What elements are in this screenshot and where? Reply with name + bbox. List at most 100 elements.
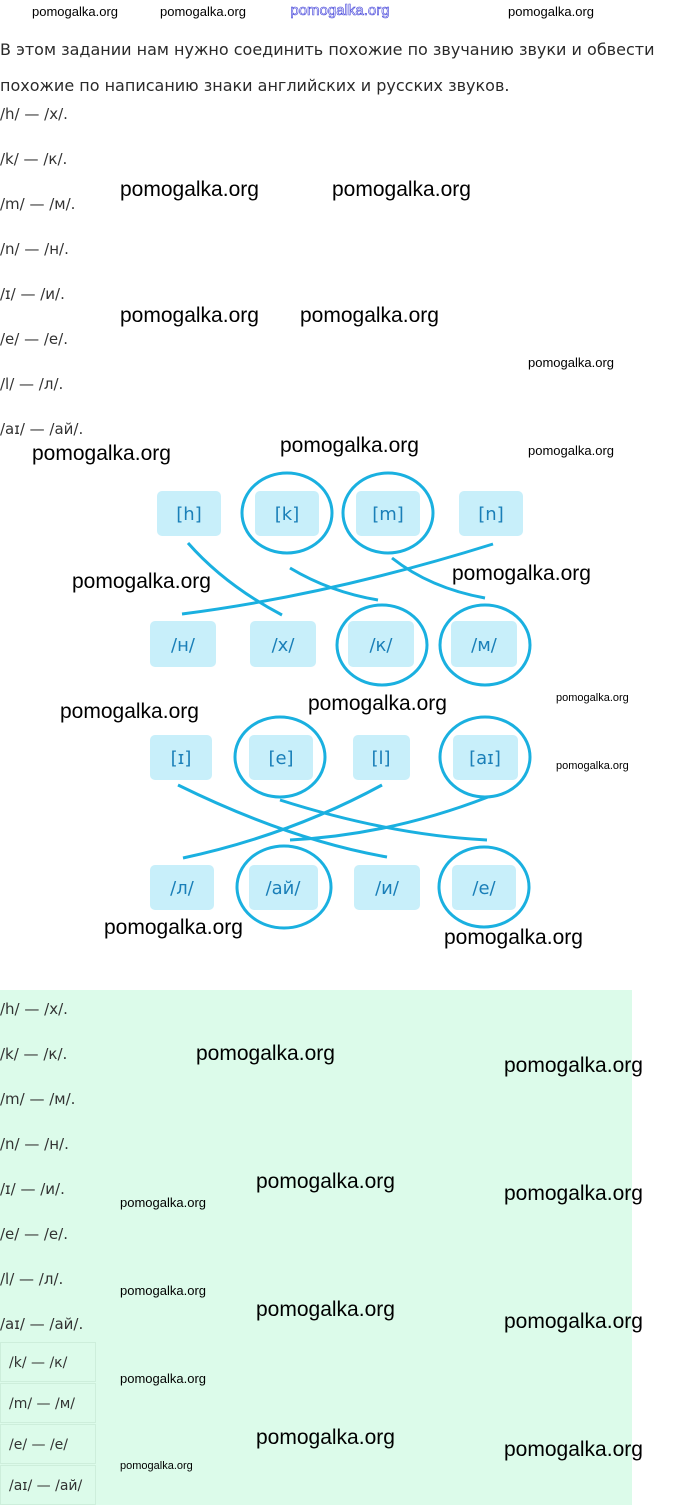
box-top	[356, 491, 420, 536]
label: [e]	[268, 748, 293, 769]
answer-block: /h/ — /х/. /k/ — /к/. /m/ — /м/. /n/ — /…	[0, 990, 632, 1505]
watermark: pomogalka.org	[528, 443, 614, 458]
answer-line: /n/ — /н/.	[0, 240, 69, 258]
watermark: pomogalka.org	[32, 442, 171, 465]
watermark: pomogalka.org	[120, 1371, 206, 1386]
watermark: pomogalka.org	[256, 1298, 395, 1321]
circle-mark	[240, 471, 334, 555]
watermark: pomogalka.org	[72, 570, 211, 593]
circle-mark	[233, 715, 327, 799]
box-top	[150, 735, 212, 780]
connect-line	[186, 542, 283, 617]
answer-line: /m/ — /м/.	[0, 195, 76, 213]
watermark: pomogalka.org	[504, 1182, 643, 1205]
connect-line	[181, 542, 494, 616]
box-bottom	[348, 621, 414, 667]
label: [aɪ]	[469, 748, 501, 769]
table-cell: /e/ — /е/	[0, 1424, 96, 1464]
box-top	[249, 735, 313, 780]
circle-mark	[335, 603, 429, 687]
watermark: pomogalka.org	[120, 1283, 206, 1298]
box-top	[453, 735, 518, 780]
box-top	[157, 491, 221, 536]
task-intro: В этом задании нам нужно соединить похож…	[0, 40, 655, 95]
box-bottom	[250, 621, 316, 667]
label: /е/	[472, 878, 496, 899]
box-bottom	[150, 621, 216, 667]
answer-line: /l/ — /л/.	[0, 375, 64, 393]
answer-line: /e/ — /е/.	[0, 1225, 68, 1243]
watermark: pomogalka.org	[508, 4, 594, 19]
watermark: pomogalka.org	[256, 1426, 395, 1449]
label: [n]	[478, 504, 503, 525]
label: [m]	[372, 504, 404, 525]
watermark: pomogalka.org	[504, 1438, 643, 1461]
label: /м/	[471, 635, 498, 656]
answer-line: /m/ — /м/.	[0, 1090, 76, 1108]
answer-line: /ɪ/ — /и/.	[0, 1180, 65, 1198]
watermark: pomogalka.org	[528, 355, 614, 370]
label: /н/	[171, 635, 196, 656]
box-bottom	[150, 865, 214, 910]
label: [h]	[176, 504, 201, 525]
watermark: pomogalka.org	[444, 926, 583, 949]
connect-line	[391, 556, 486, 600]
box-top	[459, 491, 523, 536]
answer-line: /k/ — /к/.	[0, 150, 68, 168]
watermark: pomogalka.org	[280, 434, 419, 457]
table-cell: /m/ — /м/	[0, 1383, 96, 1423]
answer-line: /h/ — /х/.	[0, 105, 68, 123]
box-bottom	[354, 865, 420, 910]
answer-line: /aɪ/ — /ай/.	[0, 1315, 84, 1333]
connect-line	[177, 783, 388, 859]
box-bottom	[249, 865, 318, 910]
watermark: pomogalka.org	[256, 1170, 395, 1193]
label: [l]	[371, 748, 390, 769]
watermark: pomogalka.org	[300, 304, 439, 327]
watermark: pomogalka.org	[104, 916, 243, 939]
label: [ɪ]	[171, 748, 192, 769]
connect-line	[182, 783, 383, 860]
watermark: pomogalka.org	[120, 178, 259, 201]
watermark: pomogalka.org	[452, 562, 591, 585]
connect-line	[289, 795, 489, 842]
box-bottom	[451, 621, 517, 667]
answer-line: /aɪ/ — /ай/.	[0, 420, 84, 438]
table-cell: /aɪ/ — /ай/	[0, 1465, 96, 1505]
watermark: pomogalka.org	[120, 304, 259, 327]
watermark: pomogalka.org	[504, 1310, 643, 1333]
label: /к/	[369, 635, 393, 656]
circle-mark	[341, 471, 435, 555]
circle-mark	[438, 603, 532, 687]
answer-line: /k/ — /к/.	[0, 1045, 68, 1063]
answer-line: /l/ — /л/.	[0, 1270, 64, 1288]
box-top	[353, 735, 410, 780]
label: [k]	[275, 504, 299, 525]
watermark: pomogalka.org	[120, 1195, 206, 1210]
label: /ай/	[266, 878, 302, 899]
box-bottom	[452, 865, 516, 910]
answer-line: /h/ — /х/.	[0, 1000, 68, 1018]
watermark: pomogalka.org	[556, 760, 629, 772]
watermark: pomogalka.org	[556, 692, 629, 704]
circle-mark	[438, 715, 532, 799]
table-cell: /k/ — /к/	[0, 1342, 96, 1382]
answer-line: /e/ — /е/.	[0, 330, 68, 348]
label: /и/	[375, 878, 400, 899]
answer-line: /n/ — /н/.	[0, 1135, 69, 1153]
label: /х/	[272, 635, 296, 656]
matching-diagrams: [h] [k] [m] [n] /н/ /х/ /к/ /м/ [ɪ] [e] …	[150, 471, 532, 930]
box-top	[255, 491, 319, 536]
watermark: pomogalka.org	[32, 4, 118, 19]
watermark: pomogalka.org	[308, 692, 447, 715]
watermark: pomogalka.org	[504, 1054, 643, 1077]
label: /л/	[170, 878, 195, 899]
answer-line: /ɪ/ — /и/.	[0, 285, 65, 303]
watermark: pomogalka.org	[332, 178, 471, 201]
watermark: pomogalka.org	[196, 1042, 335, 1065]
watermark: pomogalka.org	[60, 700, 199, 723]
watermark: pomogalka.org	[160, 4, 246, 19]
connect-line	[289, 566, 379, 602]
circle-mark	[437, 845, 531, 929]
circle-mark	[235, 844, 333, 930]
